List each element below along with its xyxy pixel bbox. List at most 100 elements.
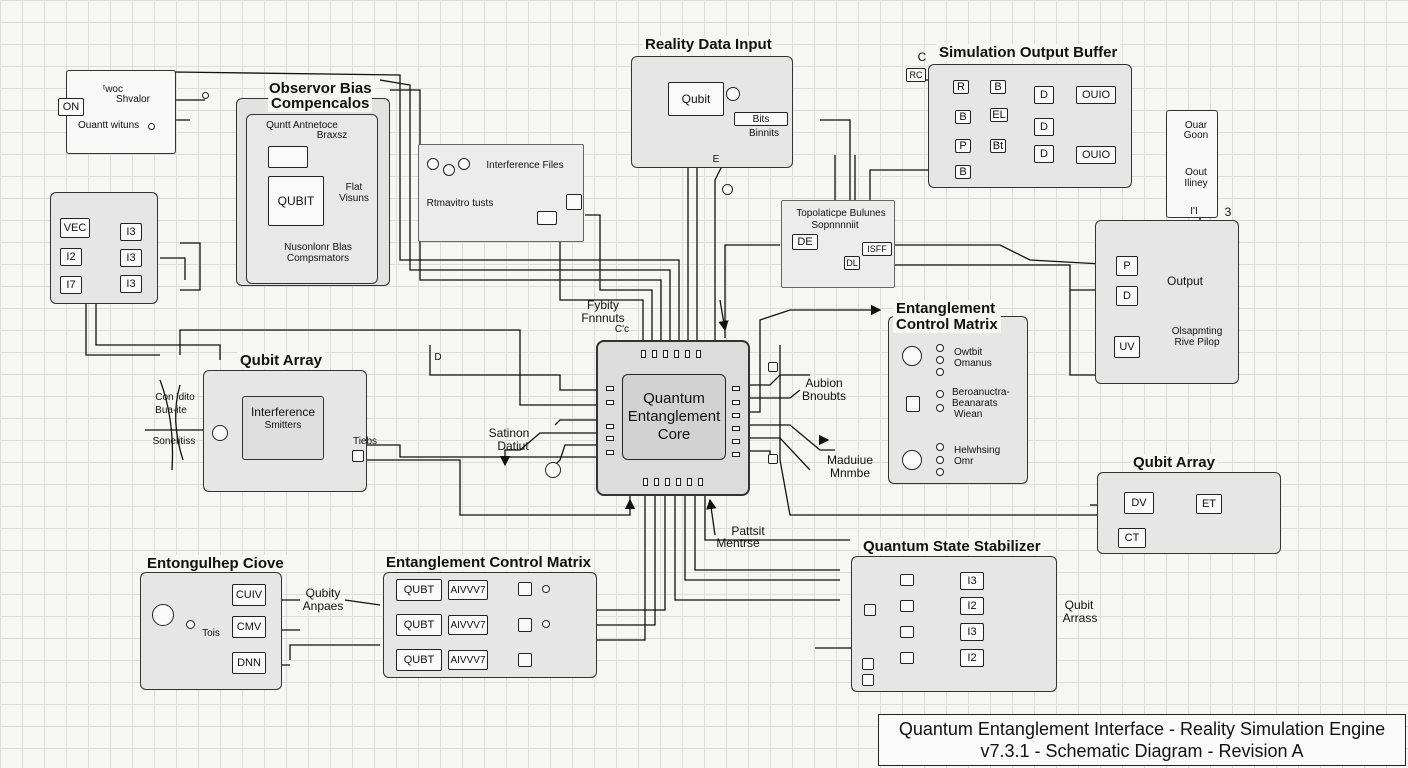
qubt-chip[interactable]: QUBT — [396, 614, 442, 636]
qubt-chip[interactable]: QUBT — [396, 649, 442, 671]
observer-sub-label: Quntt Antnetoce — [266, 120, 338, 131]
core-pin — [732, 386, 740, 391]
output-chip[interactable]: Bt — [990, 139, 1006, 153]
file-chip[interactable] — [566, 194, 582, 210]
i3-chip[interactable]: I3 — [120, 275, 142, 293]
bits-chip[interactable]: Bits — [734, 112, 788, 126]
dl-chip[interactable]: DL — [844, 256, 860, 270]
d-chip[interactable]: D — [1116, 286, 1138, 306]
d-chip[interactable]: D — [1034, 86, 1054, 104]
qubt-chip[interactable]: QUBT — [396, 579, 442, 601]
de-chip[interactable]: DE — [792, 234, 818, 250]
anvw-chip[interactable]: AIVVV7 — [448, 615, 488, 635]
core-left-label: Satinon — [488, 426, 530, 440]
cmv-chip[interactable]: CMV — [232, 616, 266, 638]
matrix-label: Wiean — [954, 409, 983, 420]
interference-smitters-box — [242, 396, 324, 460]
stabilizer-chip[interactable]: I3 — [960, 623, 984, 641]
core-pin — [732, 400, 740, 405]
core-top-label: C'c — [614, 324, 630, 335]
core-pin — [606, 386, 614, 391]
on-toggle[interactable]: ON — [58, 98, 84, 116]
footer-line: v7.3.1 - Schematic Diagram - Revision A — [980, 741, 1304, 761]
i3-chip[interactable]: I3 — [120, 223, 142, 241]
node-icon — [152, 604, 174, 626]
clove-label: Tois — [202, 628, 220, 639]
toggle-block — [66, 70, 176, 154]
uv-chip[interactable]: UV — [1114, 336, 1140, 358]
core-pin — [606, 424, 614, 429]
node-icon — [936, 344, 944, 352]
node-icon — [902, 346, 922, 366]
node-icon — [458, 158, 470, 170]
core-pin — [676, 478, 681, 486]
d-chip[interactable]: D — [1034, 118, 1054, 136]
ouio-chip[interactable]: OUIO — [1076, 86, 1116, 104]
core-pin — [696, 350, 701, 358]
p-chip[interactable]: P — [1116, 256, 1138, 276]
port-chip[interactable] — [768, 454, 778, 464]
core-pin — [652, 350, 657, 358]
i7-chip[interactable]: I7 — [60, 276, 82, 294]
d-chip[interactable]: D — [1034, 145, 1054, 163]
gate-chip[interactable] — [518, 582, 532, 596]
output-chip[interactable]: P — [955, 139, 971, 153]
dv-chip[interactable]: DV — [1124, 492, 1154, 514]
rc-chip[interactable]: RC — [906, 68, 926, 82]
sff-chip[interactable]: ISFF — [862, 242, 892, 256]
anvw-chip[interactable]: AIVVV7 — [448, 580, 488, 600]
et-chip[interactable]: ET — [1196, 494, 1222, 514]
core-left-label: Datiut — [497, 439, 529, 453]
observer-sub-label: Braxsz — [316, 130, 348, 141]
qubit-chip[interactable]: QUBIT — [268, 176, 324, 226]
ct-chip[interactable]: CT — [1118, 528, 1146, 548]
cuiv-chip[interactable]: CUIV — [232, 584, 266, 606]
port-chip[interactable] — [768, 362, 778, 372]
node-icon — [936, 356, 944, 364]
node-icon — [542, 620, 550, 628]
output-chip[interactable]: B — [990, 80, 1006, 94]
core-pin — [732, 452, 740, 457]
node-icon — [443, 164, 455, 176]
port-chip[interactable] — [352, 450, 364, 462]
i2-chip[interactable]: I2 — [60, 248, 82, 266]
matrix-label: Helwhsing — [954, 445, 1001, 456]
matrix-label: Omanus — [954, 358, 992, 369]
stabilizer-chip[interactable]: I2 — [960, 649, 984, 667]
core-inner: Quantum Entanglement Core — [622, 374, 726, 460]
output-chip[interactable]: EL — [990, 108, 1008, 122]
i3-chip[interactable]: I3 — [120, 249, 142, 267]
filter-chip[interactable] — [268, 146, 308, 168]
stabilizer-chip[interactable]: I2 — [960, 597, 984, 615]
gate-chip[interactable] — [518, 653, 532, 667]
switch-chip[interactable] — [906, 396, 920, 412]
gate-chip[interactable] — [900, 626, 914, 638]
entanglement-control-right-title: Entanglement — [893, 300, 999, 317]
anvw-chip[interactable]: AIVVV7 — [448, 650, 488, 670]
gate-chip[interactable] — [900, 574, 914, 586]
dispatch-label: Olsapmting — [1171, 326, 1223, 337]
entangulhep-clove-title: Entongulhep Ciove — [144, 555, 287, 572]
core-right-label: Aubion — [805, 376, 843, 390]
core-bottom-label: Pattsit — [731, 524, 765, 538]
output-chip[interactable]: R — [953, 80, 969, 94]
far-right-column — [1166, 110, 1218, 218]
gate-chip[interactable] — [900, 652, 914, 664]
stabilizer-chip[interactable]: I3 — [960, 572, 984, 590]
port-chip[interactable] — [862, 674, 874, 686]
port-chip[interactable] — [864, 604, 876, 616]
core-pin — [732, 426, 740, 431]
node-icon — [936, 368, 944, 376]
gate-chip[interactable] — [900, 600, 914, 612]
output-chip[interactable]: B — [955, 110, 971, 124]
port-chip[interactable] — [862, 658, 874, 670]
vec-chip[interactable]: VEC — [60, 218, 90, 238]
qubit-chip[interactable]: Qubit — [668, 82, 724, 116]
core-bottom-label: Mentrse — [716, 536, 760, 550]
reality-data-input-title: Reality Data Input — [642, 36, 775, 53]
file-chip[interactable] — [537, 211, 557, 225]
output-chip[interactable]: B — [955, 165, 971, 179]
dnn-chip[interactable]: DNN — [232, 652, 266, 674]
ouio-chip[interactable]: OUIO — [1076, 146, 1116, 164]
gate-chip[interactable] — [518, 618, 532, 632]
